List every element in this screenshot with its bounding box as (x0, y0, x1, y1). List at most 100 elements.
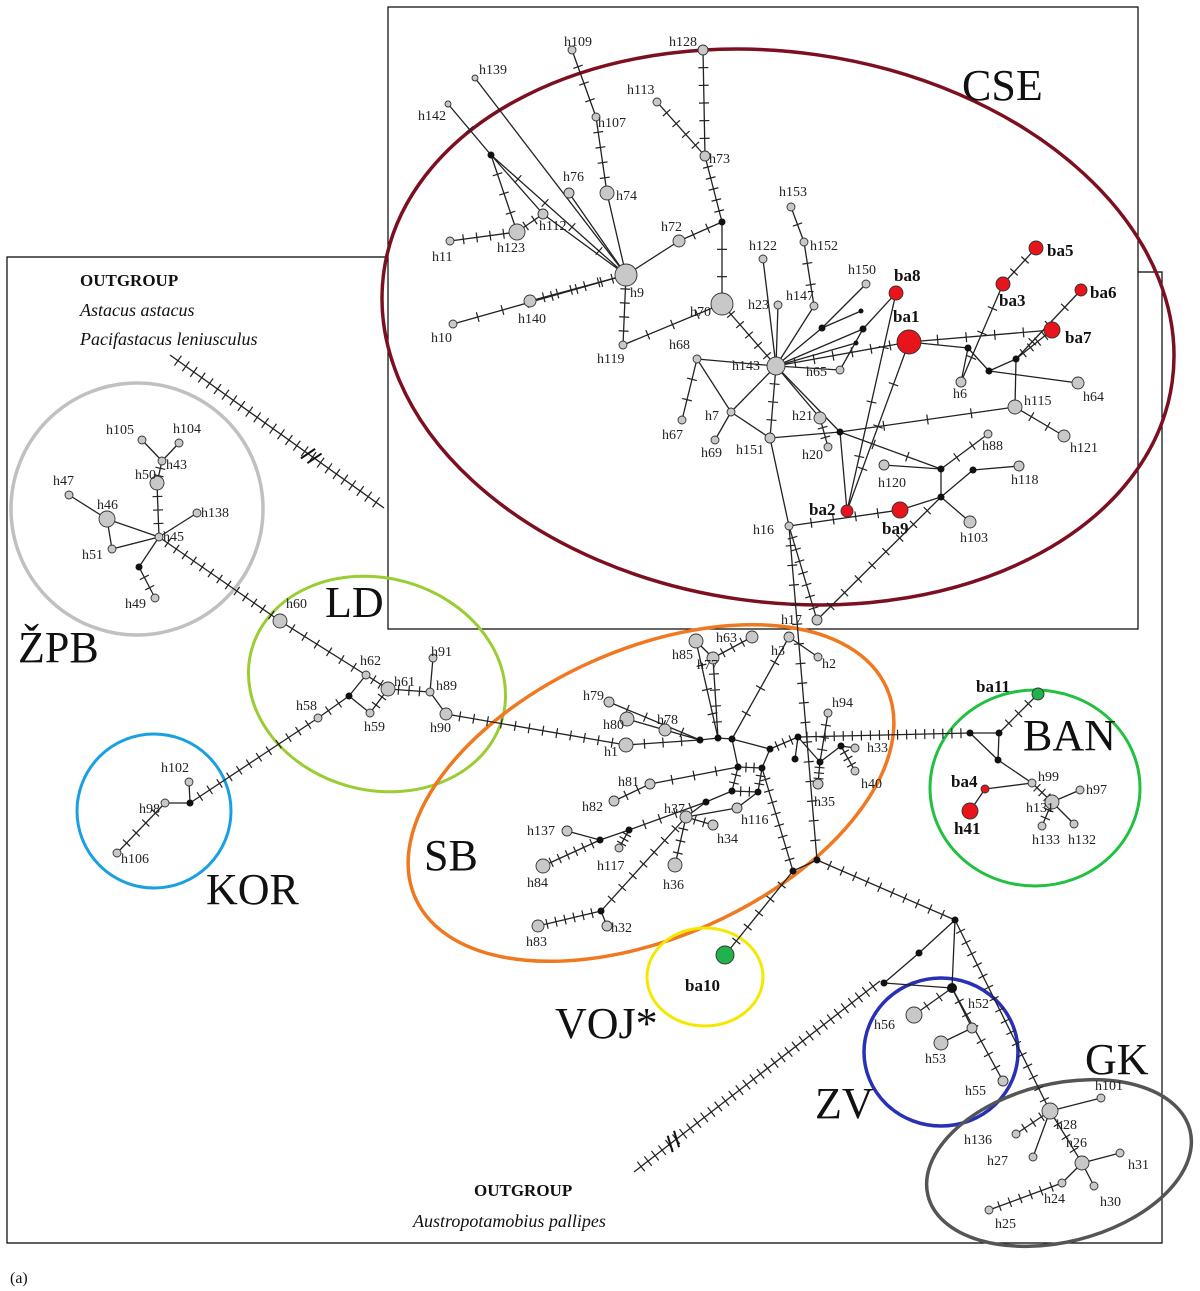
node-h80 (619, 711, 635, 727)
mutation-tick (691, 141, 700, 149)
label-h9: h9 (630, 286, 644, 301)
node-ba1 (896, 329, 922, 355)
mutation-tick (770, 659, 780, 666)
mutation-tick (530, 215, 538, 225)
mutation-tick (662, 109, 671, 117)
mutation-tick (762, 351, 772, 360)
node-h85 (688, 633, 704, 649)
mutation-tick (989, 995, 999, 1002)
edge-h143-h65 (775, 365, 841, 371)
node-h30 (1089, 1181, 1099, 1191)
edge-h9-c1 (490, 154, 627, 276)
mutation-tick (881, 547, 890, 556)
edge-c14-h49 (138, 566, 156, 599)
median-vector-node (836, 428, 844, 436)
mutation-tick (810, 839, 821, 842)
edge-h115-h121 (1014, 406, 1065, 437)
median-vector-node (794, 733, 802, 741)
label-h46: h46 (97, 498, 118, 513)
mutation-tick (868, 981, 878, 992)
mutation-tick (301, 631, 308, 641)
mutation-tick (770, 811, 781, 816)
node-ba11 (1031, 687, 1045, 701)
mutation-tick (961, 1011, 972, 1018)
mutation-tick (475, 232, 479, 243)
label-h94: h94 (832, 696, 853, 711)
mutation-tick (1033, 783, 1041, 792)
mutation-tick (889, 887, 895, 898)
mutation-tick (164, 538, 171, 548)
mutation-tick (781, 846, 792, 851)
edge-h59-c15 (348, 695, 371, 714)
node-h132 (1069, 819, 1079, 829)
edge-h79-c19 (608, 701, 701, 741)
node-h31 (1115, 1148, 1125, 1158)
mutation-tick (610, 737, 614, 748)
mutation-tick (595, 146, 606, 149)
mutation-tick (285, 733, 292, 743)
mutation-tick (372, 497, 381, 508)
label-h153: h153 (779, 185, 807, 200)
haplotype-nodes (64, 44, 1125, 1215)
mutation-tick (486, 716, 489, 727)
mutation-tick (739, 637, 746, 647)
mutation-tick (1043, 807, 1054, 813)
mutation-tick (969, 408, 973, 419)
mutation-tick (953, 452, 961, 462)
edge-c39-c40 (883, 952, 920, 984)
edge-c23-c25 (705, 790, 733, 803)
edge-h143-c8 (775, 365, 841, 433)
mutation-tick (216, 778, 223, 788)
node-h53 (933, 1035, 949, 1051)
mutation-tick (660, 836, 669, 845)
node-h43 (157, 456, 167, 466)
label-h40: h40 (861, 777, 882, 792)
label-h116: h116 (741, 813, 768, 828)
label-h70: h70 (690, 305, 711, 320)
edge-h43-h105 (141, 439, 163, 462)
mutation-tick (983, 984, 994, 991)
group-labels: CSE ŽPB LD KOR SB BAN VOJ* ZV GK (18, 61, 1149, 1128)
mutation-tick (284, 434, 293, 446)
outgroup-top: OUTGROUP Astacus astacus Pacifastacus le… (79, 271, 257, 349)
mutation-tick (1038, 1112, 1045, 1122)
mutation-tick (636, 1161, 646, 1172)
mutation-ticks (122, 64, 1079, 1212)
median-vector-node (734, 763, 742, 771)
mutation-tick (877, 882, 883, 893)
mutation-tick (1049, 1181, 1054, 1192)
mutation-tick (189, 366, 198, 378)
mutation-tick (275, 739, 282, 749)
mutation-tick (377, 679, 384, 689)
node-h58 (313, 713, 323, 723)
mutation-tick (670, 774, 674, 785)
node-ba10 (715, 945, 735, 965)
label-h119: h119 (597, 352, 624, 367)
mutation-tick (541, 292, 546, 303)
label-h67: h67 (662, 428, 683, 443)
node-h103 (963, 515, 977, 529)
mutation-tick (820, 435, 831, 440)
edge-c40-c41 (883, 982, 953, 989)
mutation-tick (700, 1112, 709, 1123)
label-h60: h60 (286, 597, 307, 612)
label-ba3: ba3 (999, 291, 1025, 310)
mutation-tick (505, 210, 516, 215)
mutation-tick (670, 319, 675, 330)
label-h2: h2 (822, 657, 836, 672)
mutation-tick (690, 229, 696, 240)
mutation-tick (1021, 1123, 1028, 1133)
label-h84: h84 (527, 876, 548, 891)
label-ba1: ba1 (893, 307, 919, 326)
edge-c6-c7 (988, 358, 1017, 372)
label-h97: h97 (1086, 783, 1107, 798)
mutation-tick (692, 770, 696, 781)
label-h91: h91 (431, 645, 452, 660)
mutation-tick (377, 693, 387, 701)
label-h106: h106 (121, 852, 149, 867)
mutation-tick (1034, 1085, 1044, 1092)
mutation-tick (662, 737, 664, 748)
edge-c23-c24 (731, 790, 759, 793)
median-vector-node (791, 755, 799, 763)
